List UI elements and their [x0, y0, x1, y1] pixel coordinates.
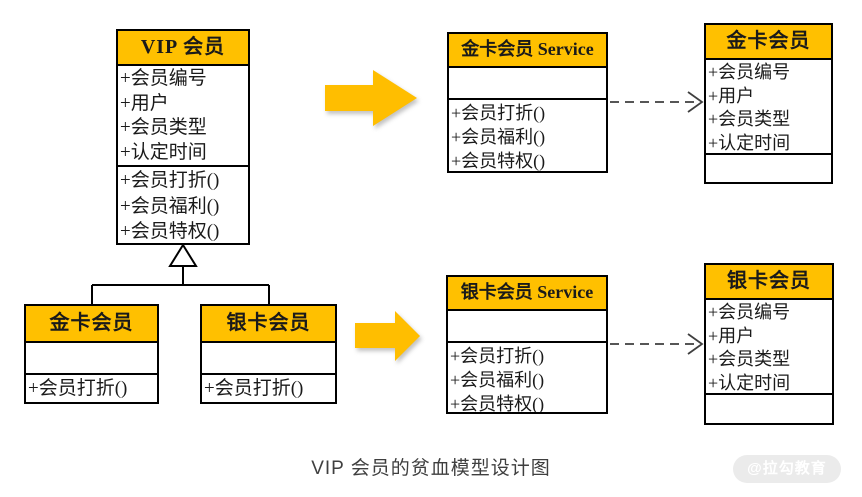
class-attributes: +会员编号 +用户 +会员类型 +认定时间 [706, 300, 832, 395]
class-box-silver-data: 银卡会员 +会员编号 +用户 +会员类型 +认定时间 [704, 263, 834, 425]
inheritance-connector-lines [91, 266, 270, 304]
class-attributes [26, 343, 157, 375]
class-attributes [202, 343, 335, 375]
flow-right-arrow-icon-bottom [355, 311, 420, 361]
class-title: 银卡会员 Service [448, 277, 606, 311]
dependency-arrow-gold [610, 91, 704, 113]
dependency-arrow-silver [610, 333, 704, 355]
class-title: 银卡会员 [202, 306, 335, 343]
class-methods: +会员打折() +会员福利() +会员特权() [451, 103, 546, 171]
open-arrowhead-icon [687, 333, 704, 355]
class-box-silver-subclass: 银卡会员 +会员打折() [200, 304, 337, 404]
class-methods [706, 395, 832, 423]
diagram-caption: VIP 会员的贫血模型设计图 [311, 458, 551, 479]
class-methods [706, 155, 831, 182]
class-attributes [449, 68, 606, 100]
class-methods: +会员打折() +会员福利() +会员特权() [120, 170, 220, 242]
inheritance-triangle-icon [168, 243, 198, 267]
class-box-gold-subclass: 金卡会员 +会员打折() [24, 304, 159, 404]
flow-right-arrow-icon-top [325, 70, 417, 126]
class-title: 金卡会员 [706, 25, 831, 60]
class-title: 金卡会员 [26, 306, 157, 343]
class-attributes: +会员编号 +用户 +会员类型 +认定时间 [706, 60, 831, 155]
class-methods: +会员打折() +会员福利() +会员特权() [450, 346, 545, 412]
class-title: 银卡会员 [706, 265, 832, 300]
class-methods: +会员打折() [28, 378, 128, 399]
class-title: 金卡会员 Service [449, 34, 606, 68]
watermark-badge: @拉勾教育 [733, 455, 841, 483]
class-box-vip: VIP 会员 +会员编号 +用户 +会员类型 +认定时间 +会员打折() +会员… [116, 29, 250, 245]
class-attributes [448, 311, 606, 343]
class-title: VIP 会员 [118, 31, 248, 66]
class-box-gold-service: 金卡会员 Service +会员打折() +会员福利() +会员特权() [447, 32, 608, 173]
class-box-silver-service: 银卡会员 Service +会员打折() +会员福利() +会员特权() [446, 275, 608, 414]
class-methods: +会员打折() [204, 378, 304, 399]
class-attributes: +会员编号 +用户 +会员类型 +认定时间 [118, 66, 248, 167]
class-box-gold-data: 金卡会员 +会员编号 +用户 +会员类型 +认定时间 [704, 23, 833, 184]
open-arrowhead-icon [687, 91, 704, 113]
